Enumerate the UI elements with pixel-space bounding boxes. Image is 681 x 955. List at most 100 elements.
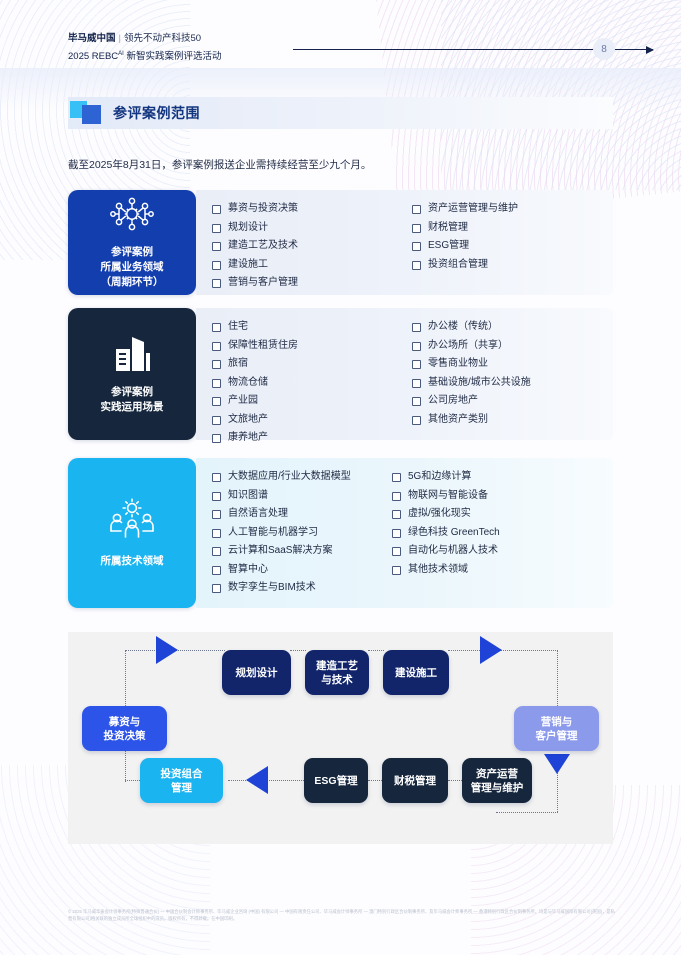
checklist-item[interactable]: 住宅 xyxy=(212,318,397,337)
network-nodes-icon xyxy=(109,195,155,238)
flow-node-planning[interactable]: 规划设计 xyxy=(222,650,291,695)
checklist-item[interactable]: 资产运营管理与维护 xyxy=(412,200,518,219)
checkbox-icon[interactable] xyxy=(412,260,421,270)
block-application-scenario: 参评案例 实践运用场景 住宅 保障性租赁住房 旅宿 物流仓储 产业园 文旅地产 … xyxy=(68,308,613,443)
block-tech-column-2: 5G和边缘计算 物联网与智能设备 虚拟/强化现实 绿色科技 GreenTech … xyxy=(392,468,500,579)
checklist-item[interactable]: 物流仓储 xyxy=(212,374,397,393)
checkbox-icon[interactable] xyxy=(412,415,421,425)
checklist-item[interactable]: 产业园 xyxy=(212,392,397,411)
checklist-item[interactable]: 营销与客户管理 xyxy=(212,274,397,293)
checklist-item[interactable]: 人工智能与机器学习 xyxy=(212,524,392,543)
block-tech-card-title: 所属技术领域 xyxy=(101,554,164,569)
checklist-item[interactable]: 基础设施/城市公共设施 xyxy=(412,374,531,393)
checklist-item[interactable]: 康养地产 xyxy=(212,429,397,448)
flow-node-asset-ops[interactable]: 资产运营 管理与维护 xyxy=(462,758,532,803)
checklist-item[interactable]: 云计算和SaaS解决方案 xyxy=(212,542,392,561)
checklist-label: 住宅 xyxy=(228,321,248,332)
flow-node-line: 募资与 xyxy=(108,715,141,728)
flow-node-esg[interactable]: ESG管理 xyxy=(304,758,368,803)
checkbox-icon[interactable] xyxy=(212,528,221,538)
checkbox-icon[interactable] xyxy=(412,360,421,369)
flow-node-construction-tech[interactable]: 建造工艺 与技术 xyxy=(305,650,369,695)
checklist-item[interactable]: 文旅地产 xyxy=(212,411,397,430)
flow-node-construction[interactable]: 建设施工 xyxy=(383,650,449,695)
checkbox-icon[interactable] xyxy=(212,473,221,482)
checkbox-icon[interactable] xyxy=(212,205,221,214)
checkbox-icon[interactable] xyxy=(392,473,401,482)
checklist-item[interactable]: 自动化与机器人技术 xyxy=(392,542,500,561)
checklist-item[interactable]: 保障性租赁住房 xyxy=(212,337,397,356)
checklist-item[interactable]: 规划设计 xyxy=(212,219,397,238)
checklist-item[interactable]: 物联网与智能设备 xyxy=(392,487,500,506)
checklist-item[interactable]: 自然语言处理 xyxy=(212,505,392,524)
checklist-item[interactable]: 智算中心 xyxy=(212,561,392,580)
checklist-item[interactable]: 办公楼（传统） xyxy=(412,318,531,337)
flow-connector-marketing-down xyxy=(557,650,558,712)
checkbox-icon[interactable] xyxy=(212,279,221,288)
flow-node-line: 建设施工 xyxy=(395,666,437,679)
checkbox-icon[interactable] xyxy=(392,547,401,556)
checkbox-icon[interactable] xyxy=(212,415,221,425)
checklist-item[interactable]: ESG管理 xyxy=(412,237,518,256)
checkbox-icon[interactable] xyxy=(392,528,401,538)
checklist-item[interactable]: 财税管理 xyxy=(412,219,518,238)
checkbox-icon[interactable] xyxy=(212,360,221,369)
checkbox-icon[interactable] xyxy=(212,242,221,251)
checkbox-icon[interactable] xyxy=(412,397,421,406)
checklist-item[interactable]: 数字孪生与BIM技术 xyxy=(212,579,392,598)
checkbox-icon[interactable] xyxy=(392,491,401,501)
page-header: 毕马威中国|领先不动产科技50 2025 REBCAI 新智实践案例评选活动 xyxy=(68,32,654,64)
checklist-label: 规划设计 xyxy=(228,221,268,233)
checklist-item[interactable]: 绿色科技 GreenTech xyxy=(392,524,500,543)
checkbox-icon[interactable] xyxy=(212,323,221,332)
checklist-item[interactable]: 投资组合管理 xyxy=(412,256,518,275)
checklist-item[interactable]: 虚拟/强化现实 xyxy=(392,505,500,524)
checkbox-icon[interactable] xyxy=(212,547,221,556)
checkbox-icon[interactable] xyxy=(212,341,221,351)
checkbox-icon[interactable] xyxy=(412,223,421,233)
checkbox-icon[interactable] xyxy=(412,323,421,332)
checkbox-icon[interactable] xyxy=(212,397,221,406)
card-title-line: 参评案例 xyxy=(111,386,153,398)
checkbox-icon[interactable] xyxy=(212,510,221,519)
checkbox-icon[interactable] xyxy=(212,491,221,501)
checkbox-icon[interactable] xyxy=(392,565,401,575)
checkbox-icon[interactable] xyxy=(212,260,221,270)
checkbox-icon[interactable] xyxy=(212,565,221,575)
flow-node-line: 财税管理 xyxy=(394,774,436,787)
flow-connector-marketing-to-ops xyxy=(557,754,558,812)
checklist-item[interactable]: 其他技术领域 xyxy=(392,561,500,580)
checklist-item[interactable]: 零售商业物业 xyxy=(412,355,531,374)
checkbox-icon[interactable] xyxy=(412,242,421,251)
flow-arrow-down-marketing xyxy=(544,754,570,774)
checklist-item[interactable]: 建设施工 xyxy=(212,256,397,275)
checklist-label: 基础设施/城市公共设施 xyxy=(428,376,531,388)
flow-node-portfolio[interactable]: 投资组合 管理 xyxy=(140,758,223,803)
checkbox-icon[interactable] xyxy=(212,584,221,593)
checklist-item[interactable]: 建造工艺及技术 xyxy=(212,237,397,256)
checkbox-icon[interactable] xyxy=(212,378,221,388)
checklist-label: 大数据应用/行业大数据模型 xyxy=(228,471,351,482)
checklist-item[interactable]: 办公场所（共享） xyxy=(412,337,531,356)
checklist-item[interactable]: 5G和边缘计算 xyxy=(392,468,500,487)
checklist-item[interactable]: 募资与投资决策 xyxy=(212,200,397,219)
checklist-label: 其他资产类别 xyxy=(428,413,488,425)
checklist-item[interactable]: 其他资产类别 xyxy=(412,411,531,430)
checkbox-icon[interactable] xyxy=(412,341,421,351)
brand-name: 毕马威中国 xyxy=(68,33,116,44)
section-icon-square-blue xyxy=(82,105,101,124)
checkbox-icon[interactable] xyxy=(412,378,421,388)
checkbox-icon[interactable] xyxy=(212,434,221,443)
checklist-item[interactable]: 公司房地产 xyxy=(412,392,531,411)
flow-node-marketing[interactable]: 营销与 客户管理 xyxy=(514,706,599,751)
checklist-item[interactable]: 大数据应用/行业大数据模型 xyxy=(212,468,392,487)
checkbox-icon[interactable] xyxy=(412,205,421,214)
flow-node-funding[interactable]: 募资与 投资决策 xyxy=(82,706,167,751)
checklist-label: 物联网与智能设备 xyxy=(408,489,488,501)
checkbox-icon[interactable] xyxy=(212,223,221,233)
checklist-item[interactable]: 知识图谱 xyxy=(212,487,392,506)
flow-node-finance-tax[interactable]: 财税管理 xyxy=(382,758,448,803)
card-title-line: 参评案例 xyxy=(111,246,153,258)
checklist-item[interactable]: 旅宿 xyxy=(212,355,397,374)
checkbox-icon[interactable] xyxy=(392,510,401,519)
